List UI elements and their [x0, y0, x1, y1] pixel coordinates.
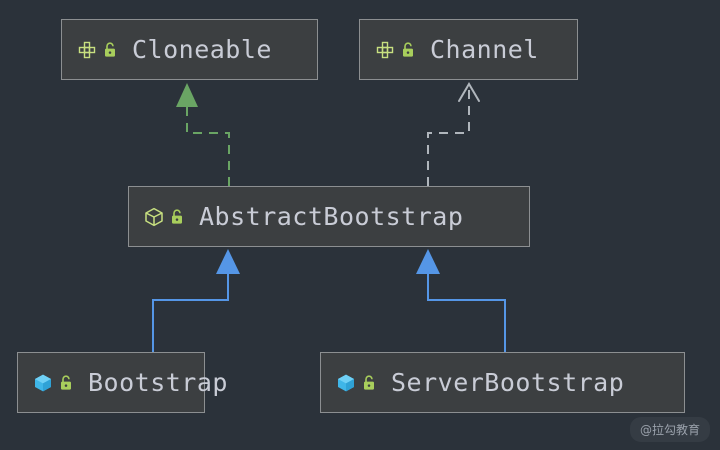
realization-arrowhead-cloneable [176, 83, 198, 107]
uml-node-label: ServerBootstrap [391, 368, 625, 397]
inheritance-line-bootstrap [152, 270, 229, 352]
realization-line-cloneable [186, 102, 230, 186]
lock-icon [105, 41, 115, 57]
uml-node-channel[interactable]: Channel [359, 19, 578, 80]
lock-icon [364, 374, 374, 390]
interface-icon [376, 41, 394, 58]
edge-bootstrap-abstractbootstrap [152, 249, 240, 352]
inheritance-line-serverbootstrap [427, 270, 506, 352]
lock-icon [403, 41, 413, 57]
edge-abstractbootstrap-cloneable [176, 83, 230, 186]
uml-node-cloneable[interactable]: Cloneable [61, 19, 318, 80]
uml-node-abstractbootstrap[interactable]: AbstractBootstrap [128, 186, 530, 247]
class-icon [35, 374, 51, 391]
lock-icon [61, 374, 71, 390]
inheritance-arrowhead-serverbootstrap [416, 249, 440, 274]
edge-abstractbootstrap-channel [427, 82, 480, 186]
uml-node-bootstrap[interactable]: Bootstrap [17, 352, 227, 413]
uml-node-label: Bootstrap [88, 368, 228, 397]
abstract-class-icon [145, 207, 163, 226]
uml-node-label: Cloneable [132, 35, 272, 64]
dependency-line-channel [427, 86, 470, 186]
uml-node-label: AbstractBootstrap [199, 202, 464, 231]
interface-icon [78, 41, 96, 58]
uml-node-label: Channel [430, 35, 539, 64]
inheritance-arrowhead-bootstrap [216, 249, 240, 274]
uml-node-serverbootstrap[interactable]: ServerBootstrap [320, 352, 685, 413]
edge-serverbootstrap-abstractbootstrap [416, 249, 506, 352]
class-icon [338, 374, 354, 391]
dependency-arrowhead-channel [458, 82, 480, 102]
lock-icon [172, 208, 182, 224]
watermark: @拉勾教育 [629, 417, 710, 442]
